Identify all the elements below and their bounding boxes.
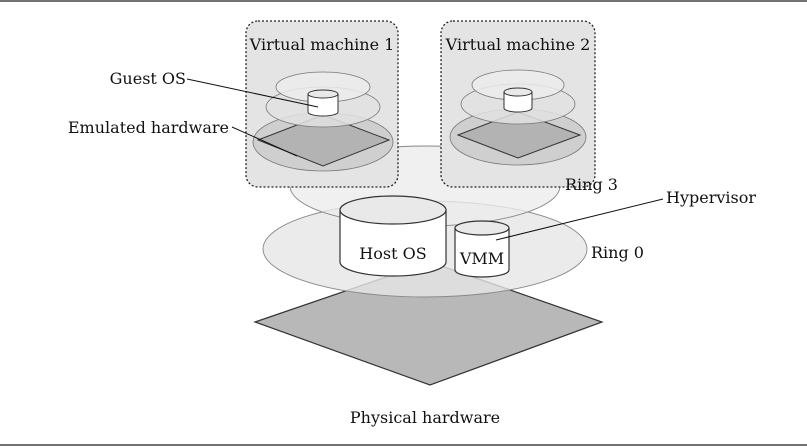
vmm-cylinder xyxy=(454,220,510,278)
vm1-label: Virtual machine 1 xyxy=(249,35,395,54)
host-os-label: Host OS xyxy=(359,244,426,263)
host-os-cylinder xyxy=(339,195,447,277)
virtual-machine-1 xyxy=(245,20,399,188)
emulated-hardware-leader xyxy=(231,126,298,157)
emulated-hardware-label: Emulated hardware xyxy=(68,118,229,137)
hypervisor-label: Hypervisor xyxy=(666,188,756,207)
vm2-label: Virtual machine 2 xyxy=(445,35,591,54)
virtual-machine-2 xyxy=(440,20,596,188)
ring3-label: Ring 3 xyxy=(565,175,618,194)
physical-hardware-label: Physical hardware xyxy=(350,408,500,427)
vmm-label: VMM xyxy=(459,249,504,268)
guest-os-leader xyxy=(186,78,319,108)
ring0-label: Ring 0 xyxy=(591,243,644,262)
guest-os-label: Guest OS xyxy=(110,69,186,88)
hypervisor-leader xyxy=(495,198,664,241)
